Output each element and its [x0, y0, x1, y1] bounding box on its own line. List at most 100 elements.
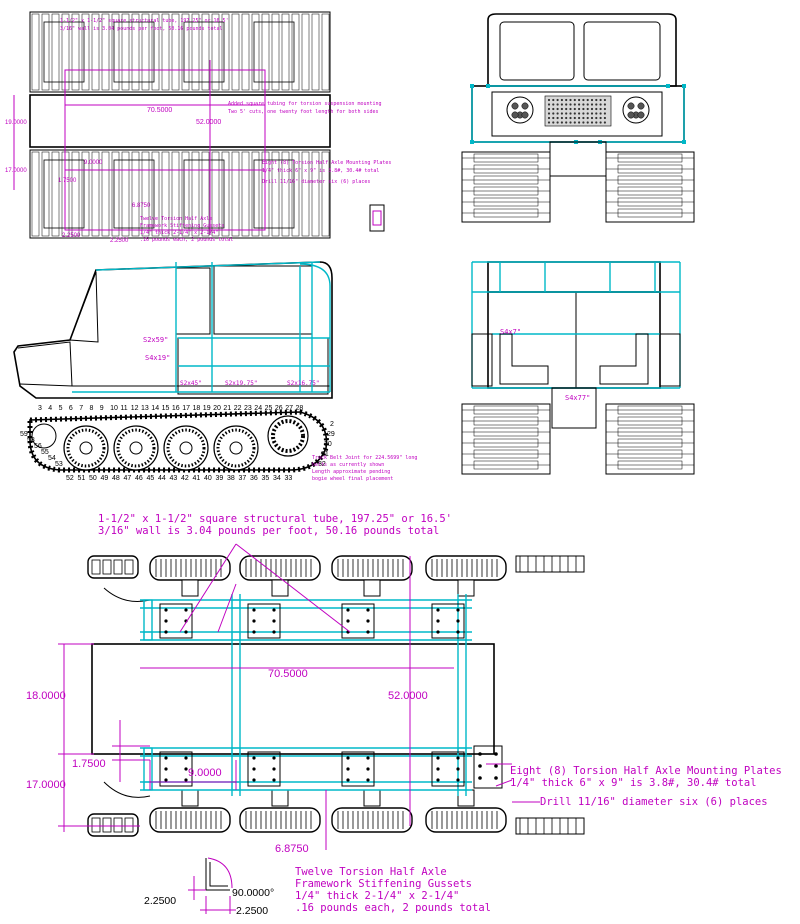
road-wheel-tire: [149, 807, 231, 833]
drill-hole: [252, 767, 256, 771]
road-wheel: [43, 21, 85, 83]
upper-link-number: 23: [244, 405, 252, 412]
dim-9-small: 9.0000: [84, 160, 103, 166]
grille-hole: [547, 121, 551, 124]
plate-note-small-1: Eight (8) Torsion Half Axle Mounting Pla…: [262, 160, 391, 166]
drill-hole: [478, 776, 482, 780]
grille-hole: [560, 121, 564, 124]
grille-hole: [547, 103, 551, 106]
upper-link-number: 20: [213, 405, 221, 412]
frame-joint: [470, 140, 474, 144]
drill-hole: [366, 756, 370, 760]
drill-hole: [164, 608, 168, 612]
lower-link-number: 58: [27, 437, 35, 444]
side-track: [27, 409, 329, 473]
road-wheel: [183, 159, 225, 229]
road-wheel-tire: [239, 555, 321, 581]
track-pad: [617, 186, 683, 196]
upper-link-number: 22: [234, 405, 242, 412]
gusset-note-line-2: Framework Stiffening Gussets: [295, 878, 472, 890]
lower-link-number: 38: [227, 475, 235, 482]
drill-hole: [436, 767, 440, 771]
grille-hole: [565, 98, 568, 102]
frame-joint: [231, 599, 241, 609]
sprocket-wheel: [87, 555, 139, 579]
lower-link-number: 40: [204, 475, 212, 482]
tube-note-line-1: 1-1/2" x 1-1/2" square structural tube, …: [98, 513, 452, 525]
dim-225-a: 2.2500: [144, 895, 176, 907]
track-link: [301, 151, 310, 237]
lower-track-links: [31, 151, 330, 237]
grille-hole: [578, 112, 581, 115]
upper-link-number: 28: [296, 405, 304, 412]
grille-hole: [569, 103, 572, 106]
frame-joint: [143, 747, 153, 757]
track-link: [101, 151, 110, 237]
grille-hole: [599, 107, 602, 111]
drill-hole: [456, 630, 460, 634]
upper-link-number: 19: [203, 405, 211, 412]
dim-19: 19.0000: [5, 120, 27, 126]
grille-hole: [560, 112, 564, 115]
mounting-plate: [159, 751, 193, 787]
grille-hole: [552, 121, 555, 124]
lower-link-number: 36: [250, 475, 258, 482]
grille-hole: [556, 121, 559, 124]
grille-hole: [595, 121, 598, 124]
grille-hole: [552, 107, 555, 111]
grille-hole: [595, 103, 598, 106]
added-tubing-note-2: Two 5' cuts, one twenty foot length for …: [228, 109, 379, 115]
lower-link-number: 42: [181, 475, 189, 482]
gusset-note-small-1: Twelve Torsion Half Axle: [140, 216, 212, 222]
rear-view: S4x7" S4x77": [461, 261, 695, 475]
road-wheel: [253, 21, 295, 83]
grille-hole: [573, 121, 576, 124]
plate-note-small-2: 1/4" thick 6" x 9" is 3.8#, 30.4# total: [262, 168, 379, 174]
track-link: [121, 13, 130, 91]
lower-link-number: 2: [330, 421, 334, 428]
drill-hole: [164, 767, 168, 771]
track-link: [111, 151, 120, 237]
track-link: [141, 13, 150, 91]
grille-hole: [565, 116, 568, 120]
lower-link-number: 51: [78, 475, 86, 482]
drill-hole: [252, 619, 256, 623]
track-pad: [617, 197, 683, 207]
upper-link-number: 24: [254, 405, 262, 412]
track-link: [51, 13, 60, 91]
drill-hole: [164, 619, 168, 623]
road-wheel: [43, 159, 85, 229]
grille-hole: [547, 107, 551, 111]
sprocket-tooth: [102, 559, 112, 575]
drill-hole: [436, 630, 440, 634]
drill-hole: [164, 778, 168, 782]
track-pad: [473, 164, 539, 174]
grille-hole: [599, 103, 602, 106]
grille-hole: [569, 121, 572, 124]
grille-hole: [556, 116, 559, 120]
wheel-hub: [179, 441, 193, 455]
drill-hole: [436, 619, 440, 623]
mounting-plate: [247, 751, 281, 787]
drill-hole: [346, 767, 350, 771]
grille-hole: [552, 112, 555, 115]
grille-hole: [590, 103, 594, 106]
track-block: [461, 151, 551, 223]
wheel-tread: [116, 428, 156, 468]
track-link: [71, 151, 80, 237]
gusset-note-small-3: 1/4" thick 2-1/4" x 2-1/4": [140, 230, 218, 236]
upper-link-number: 17: [182, 405, 190, 412]
grille-hole: [578, 107, 581, 111]
drill-hole: [436, 756, 440, 760]
drill-hole: [346, 608, 350, 612]
grille-hole: [578, 116, 581, 120]
bogie-arm: [363, 579, 381, 597]
frame-joint: [231, 747, 241, 757]
grille-hole: [556, 103, 559, 106]
sprocket-wheel: [87, 813, 139, 837]
grille-hole: [590, 116, 594, 120]
drill-hole: [272, 608, 276, 612]
track-link: [211, 13, 220, 91]
track-link: [321, 151, 330, 237]
